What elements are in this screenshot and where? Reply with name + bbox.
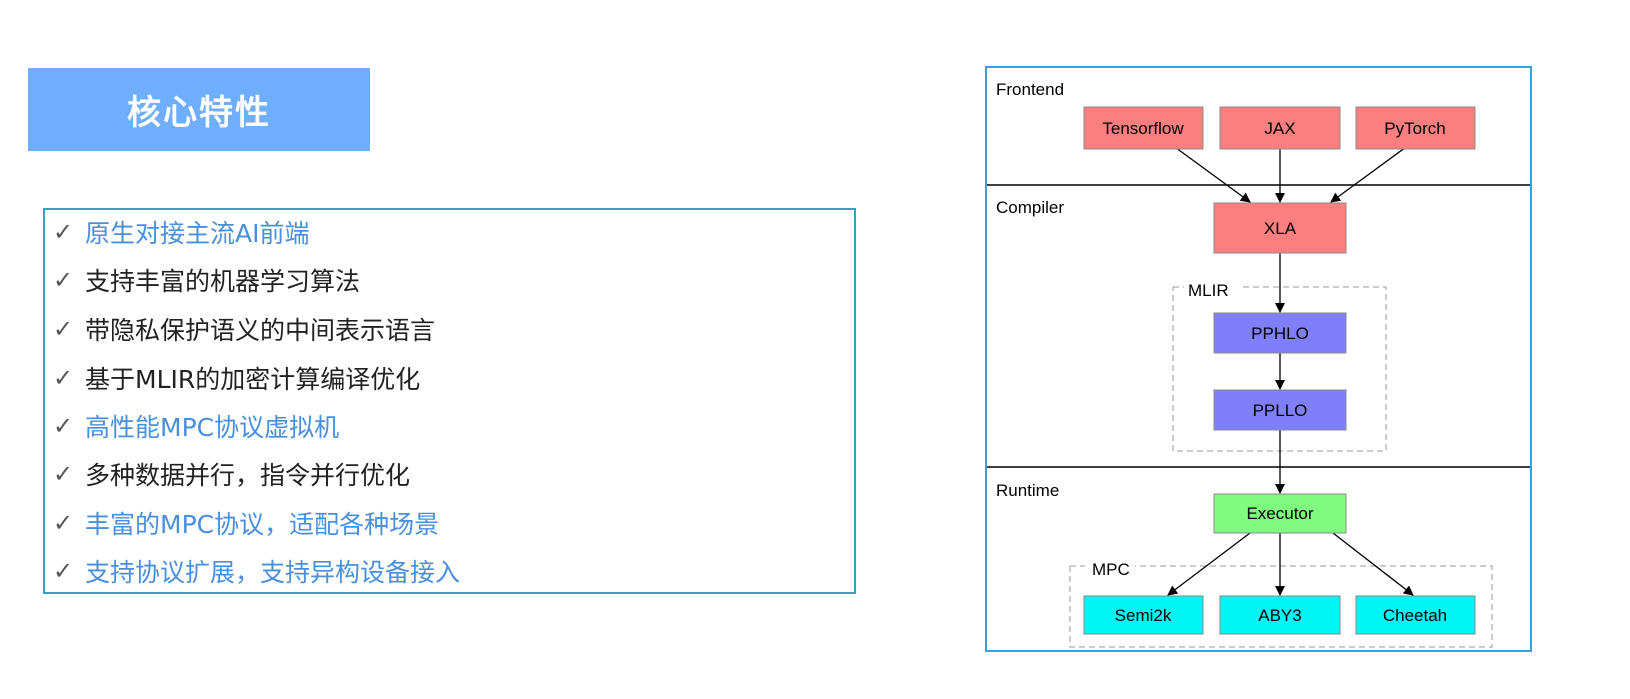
- arrow: [1167, 532, 1251, 596]
- check-icon: ✓: [53, 266, 74, 294]
- feature-item: ✓ 带隐私保护语义的中间表示语言: [53, 307, 435, 351]
- feature-item: ✓ 多种数据并行，指令并行优化: [53, 452, 410, 496]
- node-aby3: [1219, 595, 1341, 635]
- node-semi2k: [1083, 595, 1204, 635]
- node-cheetah: [1355, 595, 1476, 635]
- node-label: XLA: [1264, 219, 1297, 238]
- check-icon: ✓: [53, 315, 74, 343]
- check-icon: ✓: [53, 460, 74, 488]
- mpc-group: [1069, 565, 1493, 648]
- mpc-label-bg: [1085, 557, 1135, 575]
- section-label-frontend: Frontend: [996, 80, 1064, 99]
- feature-item: ✓ 高性能MPC协议虚拟机: [53, 404, 339, 448]
- arrow: [1167, 141, 1251, 203]
- node-pphlo: [1213, 312, 1347, 354]
- node-label: PyTorch: [1384, 119, 1445, 138]
- node-label: PPHLO: [1251, 324, 1309, 343]
- node-tensorflow: [1083, 106, 1204, 150]
- check-icon: ✓: [53, 557, 74, 585]
- node-xla: [1213, 202, 1347, 254]
- node-label: Semi2k: [1115, 606, 1172, 625]
- mlir-label-bg: [1184, 278, 1242, 296]
- check-icon: ✓: [53, 364, 74, 392]
- node-jax: [1219, 106, 1341, 150]
- node-pplo: [1213, 389, 1347, 431]
- node-label: ABY3: [1258, 606, 1301, 625]
- section-label-runtime: Runtime: [996, 481, 1059, 500]
- feature-text: 多种数据并行，指令并行优化: [85, 461, 411, 490]
- feature-text: 支持协议扩展，支持异构设备接入: [85, 558, 461, 587]
- node-executor: [1213, 493, 1347, 534]
- node-label: Tensorflow: [1102, 119, 1184, 138]
- diagram-frame: [985, 66, 1532, 652]
- feature-item: ✓ 基于MLIR的加密计算编译优化: [53, 356, 420, 400]
- feature-text: 原生对接主流AI前端: [85, 219, 310, 248]
- check-icon: ✓: [53, 412, 74, 440]
- feature-text: 高性能MPC协议虚拟机: [85, 413, 340, 442]
- node-pytorch: [1355, 106, 1476, 150]
- feature-item: ✓ 支持协议扩展，支持异构设备接入: [53, 549, 460, 593]
- mlir-group-label: MLIR: [1188, 281, 1229, 300]
- feature-item: ✓ 支持丰富的机器学习算法: [53, 258, 360, 302]
- feature-text: 支持丰富的机器学习算法: [85, 267, 361, 296]
- feature-text: 带隐私保护语义的中间表示语言: [85, 316, 436, 345]
- feature-text: 丰富的MPC协议，适配各种场景: [85, 510, 440, 539]
- arrow: [1332, 532, 1414, 596]
- node-label: PPLLO: [1253, 401, 1308, 420]
- check-icon: ✓: [53, 509, 74, 537]
- node-label: JAX: [1264, 119, 1295, 138]
- feature-item: ✓ 丰富的MPC协议，适配各种场景: [53, 501, 439, 545]
- section-label-compiler: Compiler: [996, 198, 1064, 217]
- node-label: Executor: [1246, 504, 1313, 523]
- page-title: 核心特性: [127, 93, 271, 133]
- node-label: Cheetah: [1383, 606, 1447, 625]
- feature-item: ✓ 原生对接主流AI前端: [53, 210, 309, 254]
- title-banner: 核心特性: [28, 68, 370, 151]
- mpc-group-label: MPC: [1092, 560, 1130, 579]
- feature-text: 基于MLIR的加密计算编译优化: [85, 365, 421, 394]
- check-icon: ✓: [53, 218, 74, 246]
- feature-list: ✓ 原生对接主流AI前端 ✓ 支持丰富的机器学习算法 ✓ 带隐私保护语义的中间表示语言…: [43, 208, 856, 594]
- arrow: [1330, 141, 1414, 203]
